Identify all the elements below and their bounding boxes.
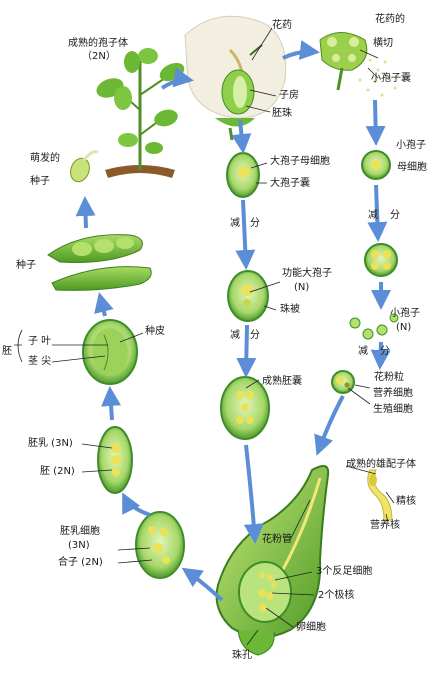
label-embryo: 胚 — [2, 346, 12, 357]
zygote-ovule — [135, 511, 185, 579]
label-antipodal-cells: 3个反足细胞 — [316, 566, 373, 577]
label-ovule: 胚珠 — [272, 108, 292, 119]
microspore-tetrad — [364, 243, 398, 277]
label-meiosis-left: 减 — [230, 218, 240, 229]
label-meiosis-right-2: 分 — [390, 210, 400, 221]
label-microspore-mother-cell-2: 母细胞 — [397, 162, 427, 173]
label-endosperm-cell-ploidy: (3N) — [68, 540, 90, 551]
megaspore-mother-cell — [226, 152, 260, 198]
label-generative-cell: 生殖细胞 — [373, 404, 413, 415]
mature-sporophyte-plant — [96, 48, 185, 178]
process-arrows — [75, 40, 391, 602]
anther-cross-section — [319, 32, 397, 97]
label-microsporangium: 小孢子囊 — [371, 73, 411, 84]
male-gametophyte — [367, 469, 393, 521]
label-seed-coat: 种皮 — [145, 326, 165, 337]
seed-pod-illustration — [47, 234, 152, 291]
label-germinating-seed-2: 种子 — [30, 176, 50, 187]
label-mature-male-gametophyte: 成熟的雄配子体 — [346, 459, 416, 470]
label-integument: 珠被 — [280, 304, 300, 315]
functional-megaspore — [227, 270, 269, 322]
microspore-mother-cell — [361, 150, 391, 180]
label-pollen-grain: 花粉粒 — [374, 372, 404, 383]
label-stem-tip: 茎 尖 — [28, 356, 52, 367]
label-microspore-mother-cell-1: 小孢子 — [396, 140, 426, 151]
seed-with-embryo — [82, 319, 138, 385]
label-vegetative-nucleus: 营养核 — [370, 520, 400, 531]
label-functional-megaspore-ploidy: (N) — [294, 282, 310, 293]
young-embryo-seed — [97, 426, 133, 494]
label-germinating-seed-1: 萌发的 — [30, 153, 60, 164]
label-seed: 种子 — [16, 260, 36, 271]
label-mature-sporophyte: 成熟的孢子体 — [68, 38, 128, 49]
label-mature-sporophyte-ploidy: （2N） — [82, 51, 116, 62]
label-meiosis-mid: 减 — [230, 330, 240, 341]
label-pollen-tube: 花粉管 — [262, 534, 292, 545]
flower-illustration — [184, 15, 287, 141]
leader-lines — [14, 27, 395, 646]
label-megasporangium: 大孢子囊 — [270, 178, 310, 189]
label-meiosis-right: 减 — [368, 210, 378, 221]
label-ovary: 子房 — [279, 90, 299, 101]
label-anther-cross-section-2: 横切 — [373, 38, 393, 49]
label-meiosis-left-2: 分 — [250, 218, 260, 229]
label-micropyle: 珠孔 — [232, 650, 252, 661]
label-anther: 花药 — [272, 20, 292, 31]
germinating-seed-illustration — [70, 150, 99, 183]
label-cotyledon: 子 叶 — [28, 336, 52, 347]
microspores — [349, 313, 399, 340]
label-meiosis-mid-2: 分 — [250, 330, 260, 341]
label-embryo-2n: 胚 (2N) — [40, 466, 75, 477]
label-functional-megaspore: 功能大孢子 — [282, 268, 332, 279]
label-zygote: 合子 (2N) — [58, 557, 103, 568]
label-sperm-nucleus: 精核 — [396, 496, 416, 507]
label-egg-cell: 卵细胞 — [296, 622, 326, 633]
label-megaspore-mother-cell: 大孢子母细胞 — [270, 156, 330, 167]
label-vegetative-cell: 营养细胞 — [373, 388, 413, 399]
label-microspore-ploidy: (N) — [396, 322, 412, 333]
label-polar-nuclei: 2个极核 — [318, 590, 355, 601]
mature-embryo-sac — [220, 376, 270, 440]
label-anther-cross-section-1: 花药的 — [375, 14, 405, 25]
label-meiosis-right-lower: 减 — [358, 346, 368, 357]
label-meiosis-right-lower-2: 分 — [380, 346, 390, 357]
label-microspore: 小孢子 — [390, 308, 420, 319]
label-endosperm: 胚乳 (3N) — [28, 438, 73, 449]
label-endosperm-cell: 胚乳细胞 — [60, 526, 100, 537]
label-mature-embryo-sac: 成熟胚囊 — [262, 376, 302, 387]
pollen-grain — [331, 370, 355, 394]
